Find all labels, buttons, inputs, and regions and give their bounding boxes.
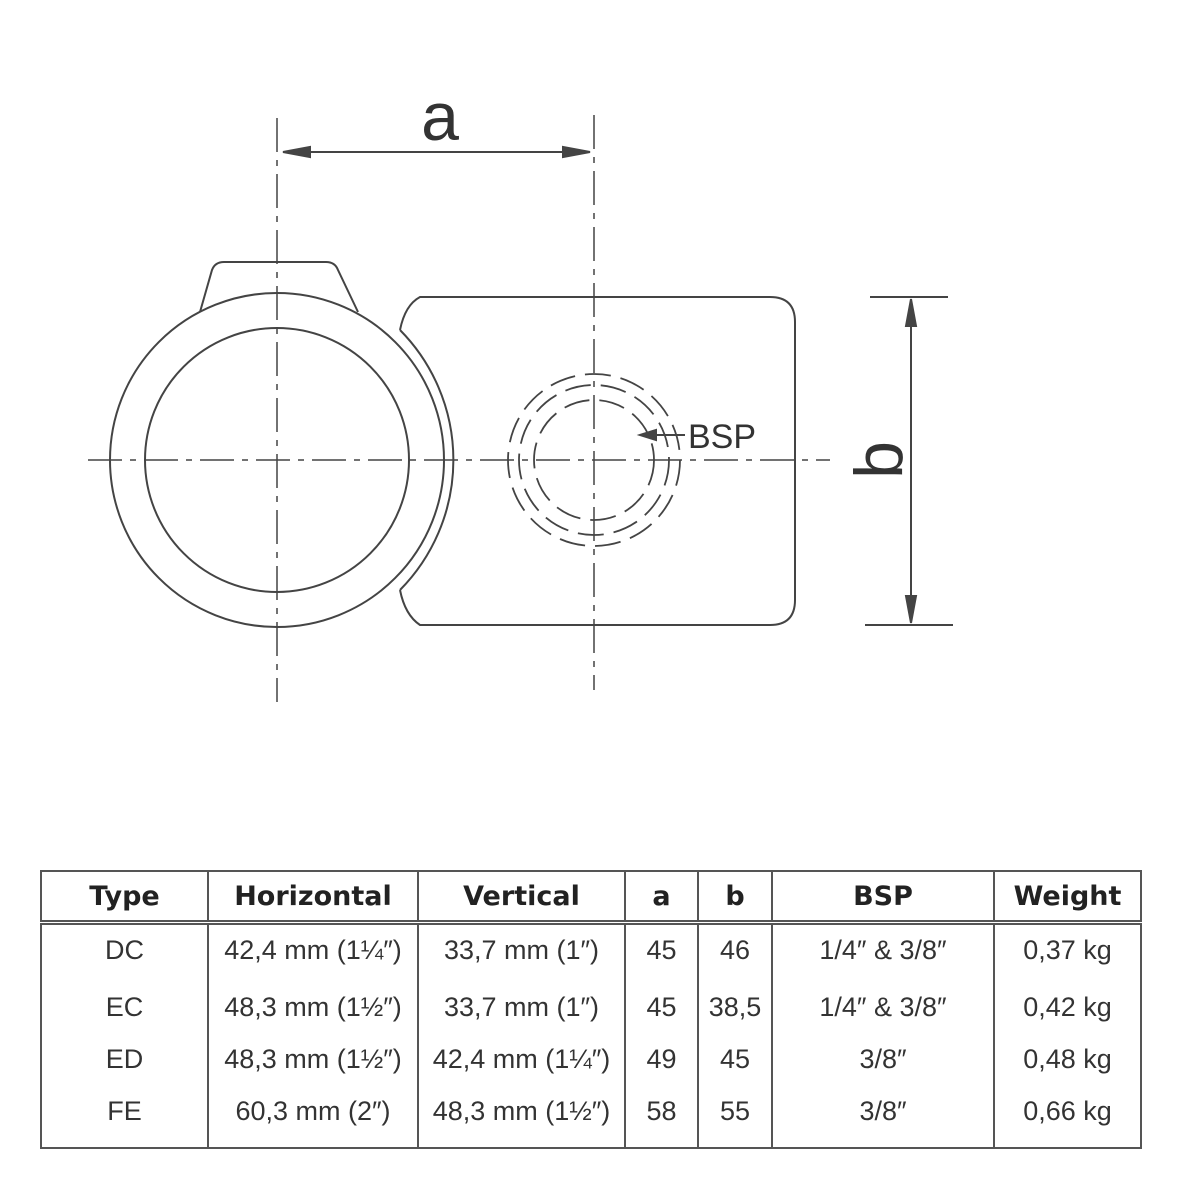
dim-a-label: a — [421, 79, 459, 155]
table-filler-row — [41, 1146, 1141, 1149]
outer-tube-circle — [109, 292, 445, 628]
center-lines — [88, 115, 830, 702]
header-bsp: BSP — [771, 871, 994, 925]
inner-tube-circle — [144, 327, 410, 593]
table-cell: 48,3 mm (1½″) — [207, 1042, 418, 1095]
table-cell: 42,4 mm (1¼″) — [207, 922, 418, 991]
header-vertical: Vertical — [417, 871, 625, 925]
top-lug — [199, 261, 359, 313]
table-cell: 0,48 kg — [993, 1042, 1141, 1095]
spec-table: Type Horizontal Vertical a b BSP Weight … — [40, 870, 1142, 1149]
empty-cell — [993, 1146, 1141, 1148]
header-b: b — [697, 871, 772, 925]
empty-cell — [624, 1146, 698, 1148]
technical-drawing: BSP a b — [88, 79, 953, 702]
dimension-a: a — [282, 79, 591, 159]
table-cell: 42,4 mm (1¼″) — [417, 1042, 625, 1095]
dimension-b: b — [841, 296, 953, 626]
table-cell: EC — [105, 992, 144, 1023]
header-a: a — [624, 871, 698, 925]
side-plate — [399, 296, 796, 626]
table-cell: 33,7 mm (1″) — [417, 922, 625, 991]
table-cell: DC — [105, 935, 144, 965]
table-cell: 3/8″ — [771, 1042, 994, 1095]
table-cell: 49 — [624, 1042, 698, 1095]
table-cell: 45 — [697, 1042, 772, 1095]
table-cell: 60,3 mm (2″) — [207, 1094, 418, 1147]
table-cell: 1/4″ & 3/8″ — [771, 922, 994, 991]
empty-cell — [207, 1146, 418, 1148]
empty-cell — [41, 1147, 208, 1149]
table-cell: 0,66 kg — [993, 1094, 1141, 1147]
table-cell: 46 — [697, 922, 772, 991]
table-cell: 48,3 mm (1½″) — [207, 990, 418, 1043]
table-cell: 0,37 kg — [993, 922, 1141, 991]
table-cell: 3/8″ — [771, 1094, 994, 1147]
empty-cell — [697, 1146, 772, 1148]
table-cell: 55 — [697, 1094, 772, 1147]
table-cell: 1/4″ & 3/8″ — [771, 990, 994, 1043]
bsp-label: BSP — [688, 418, 756, 456]
empty-cell — [417, 1146, 625, 1148]
table-cell: 38,5 — [697, 990, 772, 1043]
bsp-callout: BSP — [636, 418, 756, 456]
header-type: Type — [41, 871, 208, 925]
table-cell: ED — [105, 1044, 144, 1075]
table-cell: 48,3 mm (1½″) — [417, 1094, 625, 1147]
clamp-body — [109, 261, 796, 628]
table-cell: 58 — [624, 1094, 698, 1147]
table-cell: 45 — [624, 990, 698, 1043]
table-cell: FE — [107, 1096, 142, 1127]
header-horizontal: Horizontal — [207, 871, 418, 925]
dim-b-label: b — [841, 441, 917, 479]
bsp-thread — [507, 373, 681, 547]
table-cell: 0,42 kg — [993, 990, 1141, 1043]
table-header-row: Type Horizontal Vertical a b BSP Weight — [41, 871, 1141, 925]
table-cell: 33,7 mm (1″) — [417, 990, 625, 1043]
table-cell: 45 — [624, 922, 698, 991]
empty-cell — [771, 1146, 994, 1148]
header-weight: Weight — [993, 871, 1141, 925]
collar-arc — [399, 329, 455, 591]
